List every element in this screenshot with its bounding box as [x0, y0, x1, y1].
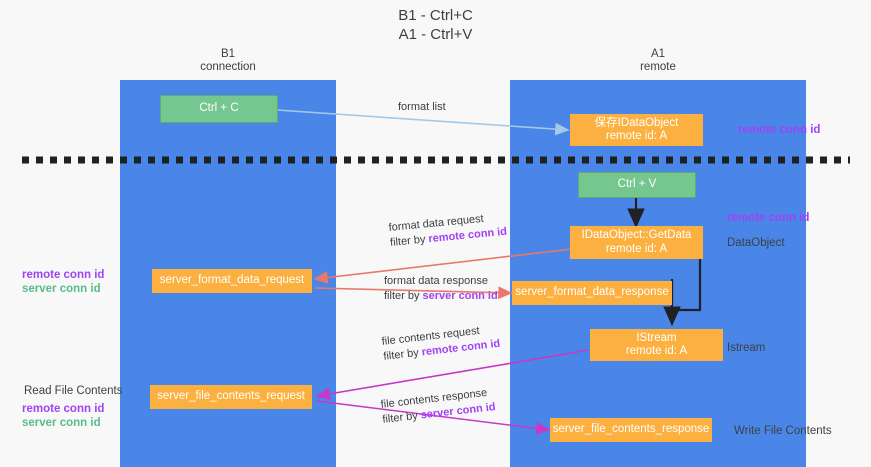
title-line-2: A1 - Ctrl+V — [398, 26, 473, 43]
edge-label-format-data-response: format data response filter by server co… — [384, 274, 498, 304]
edge-format-data-response — [314, 286, 513, 300]
box-idataobject-getdata-sub: remote id: A — [605, 242, 668, 255]
box-server-file-contents-response[interactable]: server_file_contents_response — [550, 418, 712, 442]
swimlane-header-b1-name: B1 — [220, 48, 236, 60]
edge-getdata-to-istream-elbow — [674, 259, 702, 312]
edge-label-filter-prefix-3: filter by — [382, 346, 423, 363]
box-ctrl-c-title: Ctrl + C — [199, 102, 239, 115]
annotation-conn-ids-mid: remote conn id server conn id — [22, 268, 104, 296]
box-istream[interactable]: IStream remote id: A — [590, 329, 723, 361]
swimlane-header-a1-role: remote — [640, 61, 676, 73]
box-ctrl-v[interactable]: Ctrl + V — [578, 172, 696, 198]
box-istream-title: IStream — [636, 331, 677, 344]
edge-label-filter-prefix-2: filter by — [384, 290, 423, 302]
swimlane-header-a1-name: A1 — [650, 48, 666, 60]
swimlane-header-b1-role: connection — [200, 61, 256, 73]
annotation-istream: Istream — [727, 342, 766, 354]
swimlane-header-b1: B1 connection — [120, 48, 336, 74]
edge-label-server-conn-id-1: server conn id — [422, 290, 498, 302]
box-server-format-data-request[interactable]: server_format_data_request — [152, 269, 312, 293]
box-idataobject-getdata[interactable]: IDataObject::GetData remote id: A — [570, 226, 703, 259]
box-ctrl-c[interactable]: Ctrl + C — [160, 95, 278, 123]
edge-label-filter-prefix-4: filter by — [381, 409, 422, 426]
annotation-server-conn-id-left-mid: server conn id — [22, 283, 101, 295]
edge-format-data-request — [313, 248, 573, 284]
title-line-1: B1 - Ctrl+C — [398, 7, 473, 24]
annotation-remote-conn-id-mid: remote conn id — [727, 212, 810, 224]
box-server-file-contents-request-title: server_file_contents_request — [157, 390, 305, 403]
box-save-idataobject-sub: remote id: A — [605, 130, 668, 142]
annotation-remote-conn-id-left-mid: remote conn id — [22, 269, 105, 281]
box-server-file-contents-request[interactable]: server_file_contents_request — [150, 385, 312, 409]
edge-label-format-list: format list — [398, 100, 446, 115]
box-save-idataobject-title: 保存IDataObject — [594, 116, 679, 129]
box-idataobject-getdata-title: IDataObject::GetData — [581, 229, 692, 241]
edge-label-format-data-response-line1: format data response — [384, 275, 488, 287]
box-server-format-data-response[interactable]: server_format_data_response — [512, 281, 672, 305]
box-ctrl-v-title: Ctrl + V — [617, 178, 657, 191]
edge-file-contents-request — [315, 349, 590, 401]
box-server-format-data-request-title: server_format_data_request — [159, 274, 305, 287]
swimlane-header-a1: A1 remote — [510, 48, 806, 74]
annotation-read-file-contents: Read File Contents — [24, 385, 123, 397]
annotation-write-file-contents: Write File Contents — [734, 425, 832, 437]
annotation-server-conn-id-left-bottom: server conn id — [22, 417, 101, 429]
box-istream-sub: remote id: A — [625, 345, 688, 357]
edge-format-list — [276, 109, 570, 136]
box-server-format-data-response-title: server_format_data_response — [515, 286, 669, 299]
annotation-remote-conn-id-left-bottom: remote conn id — [22, 403, 105, 415]
box-save-idataobject[interactable]: 保存IDataObject remote id: A — [570, 114, 703, 146]
annotation-remote-conn-id-top: remote conn id — [738, 124, 821, 136]
edge-label-filter-prefix-1: filter by — [389, 233, 430, 249]
diagram-title: B1 - Ctrl+C A1 - Ctrl+V — [0, 6, 871, 44]
edge-label-format-list-line1: format list — [398, 101, 446, 113]
edge-file-contents-response — [316, 400, 551, 435]
edge-label-format-data-response-line2: filter by server conn id — [384, 289, 498, 304]
box-server-file-contents-response-title: server_file_contents_response — [552, 423, 710, 436]
annotation-dataobject: DataObject — [727, 237, 785, 249]
annotation-conn-ids-bottom: remote conn id server conn id — [22, 402, 104, 430]
